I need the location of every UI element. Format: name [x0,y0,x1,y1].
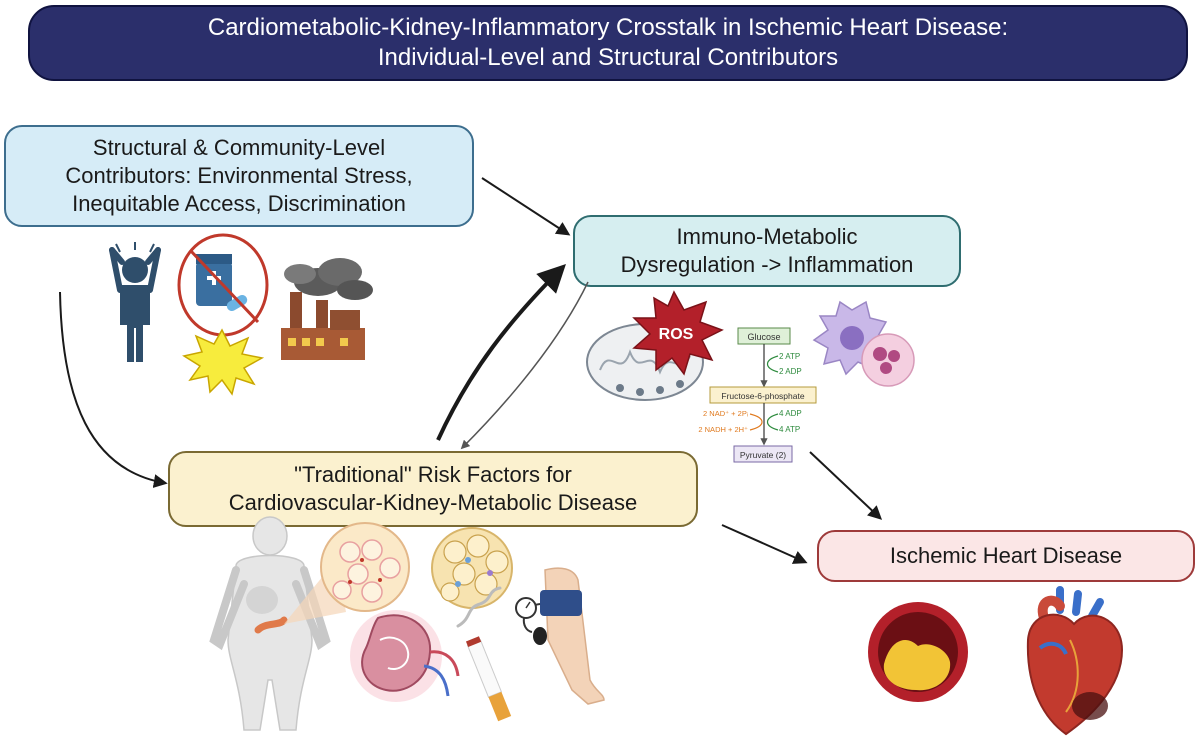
neutrophil-icon [861,333,915,387]
kidney-icon [350,610,460,702]
arrow-structural-to-traditional [59,291,168,488]
traditional-line-2: Cardiovascular-Kidney-Metabolic Disease [228,490,638,515]
arrow-immuno-to-traditional [460,281,589,450]
stressed-person-icon [109,242,161,362]
ros-burst-icon: ROS [632,290,724,376]
title-line-1: Cardiometabolic-Kidney-Inflammatory Cros… [207,14,1009,41]
cigarette-icon [456,586,512,722]
ischemic-heart-disease-node: Ischemic Heart Disease [817,530,1195,582]
arrow-structural-to-immuno [481,177,571,236]
structural-line-1: Structural & Community-Level [92,135,386,160]
heart-icon [1026,586,1124,736]
atp4-label: 4 ATP [779,425,800,434]
ros-label: ROS [659,326,694,343]
immuno-line-1: Immuno-Metabolic [676,224,858,249]
adipose-tissue-icon [284,522,410,624]
title-line-2: Individual-Level and Structural Contribu… [377,44,839,71]
factory-pollution-icon [281,258,373,360]
arrow-traditional-to-ihd [721,524,808,564]
glucose-label: Glucose [747,332,780,342]
ihd-label: Ischemic Heart Disease [889,543,1123,568]
artery-plaque-icon [868,602,968,702]
blood-pressure-cuff-icon [515,567,605,705]
traditional-line-1: "Traditional" Risk Factors for [294,462,572,487]
traditional-risk-factors-node: "Traditional" Risk Factors for Cardiovas… [168,451,698,527]
structural-line-3: Inequitable Access, Discrimination [72,191,406,216]
arrow-traditional-to-immuno [436,264,566,441]
adp2-label: 2 ADP [779,367,802,376]
diagram-title: Cardiometabolic-Kidney-Inflammatory Cros… [28,5,1188,81]
pyruvate-box [733,445,793,463]
arrow-immuno-to-ihd [809,451,883,520]
structural-contributors-node: Structural & Community-Level Contributor… [4,125,474,227]
fat-cells-icon [431,527,513,609]
glycolysis-pathway: Glucose 2 ATP 2 ADP Fructose-6-phosphate… [698,327,817,463]
no-medication-icon [177,233,269,337]
explosion-icon [182,328,265,396]
nadh-label: 2 NADH + 2H⁺ [698,425,748,434]
adp4-label: 4 ADP [779,409,802,418]
pyruvate-label: Pyruvate (2) [740,450,786,460]
fructose-label: Fructose-6-phosphate [721,391,804,401]
structural-line-2: Contributors: Environmental Stress, [65,163,413,188]
atp2-label: 2 ATP [779,352,800,361]
fructose-box [709,386,817,404]
immuno-metabolic-node: Immuno-Metabolic Dysregulation -> Inflam… [573,215,961,287]
nad-label: 2 NAD⁺ + 2Pᵢ [703,409,748,418]
human-body-icon [209,516,331,731]
immuno-line-2: Dysregulation -> Inflammation [620,252,914,277]
